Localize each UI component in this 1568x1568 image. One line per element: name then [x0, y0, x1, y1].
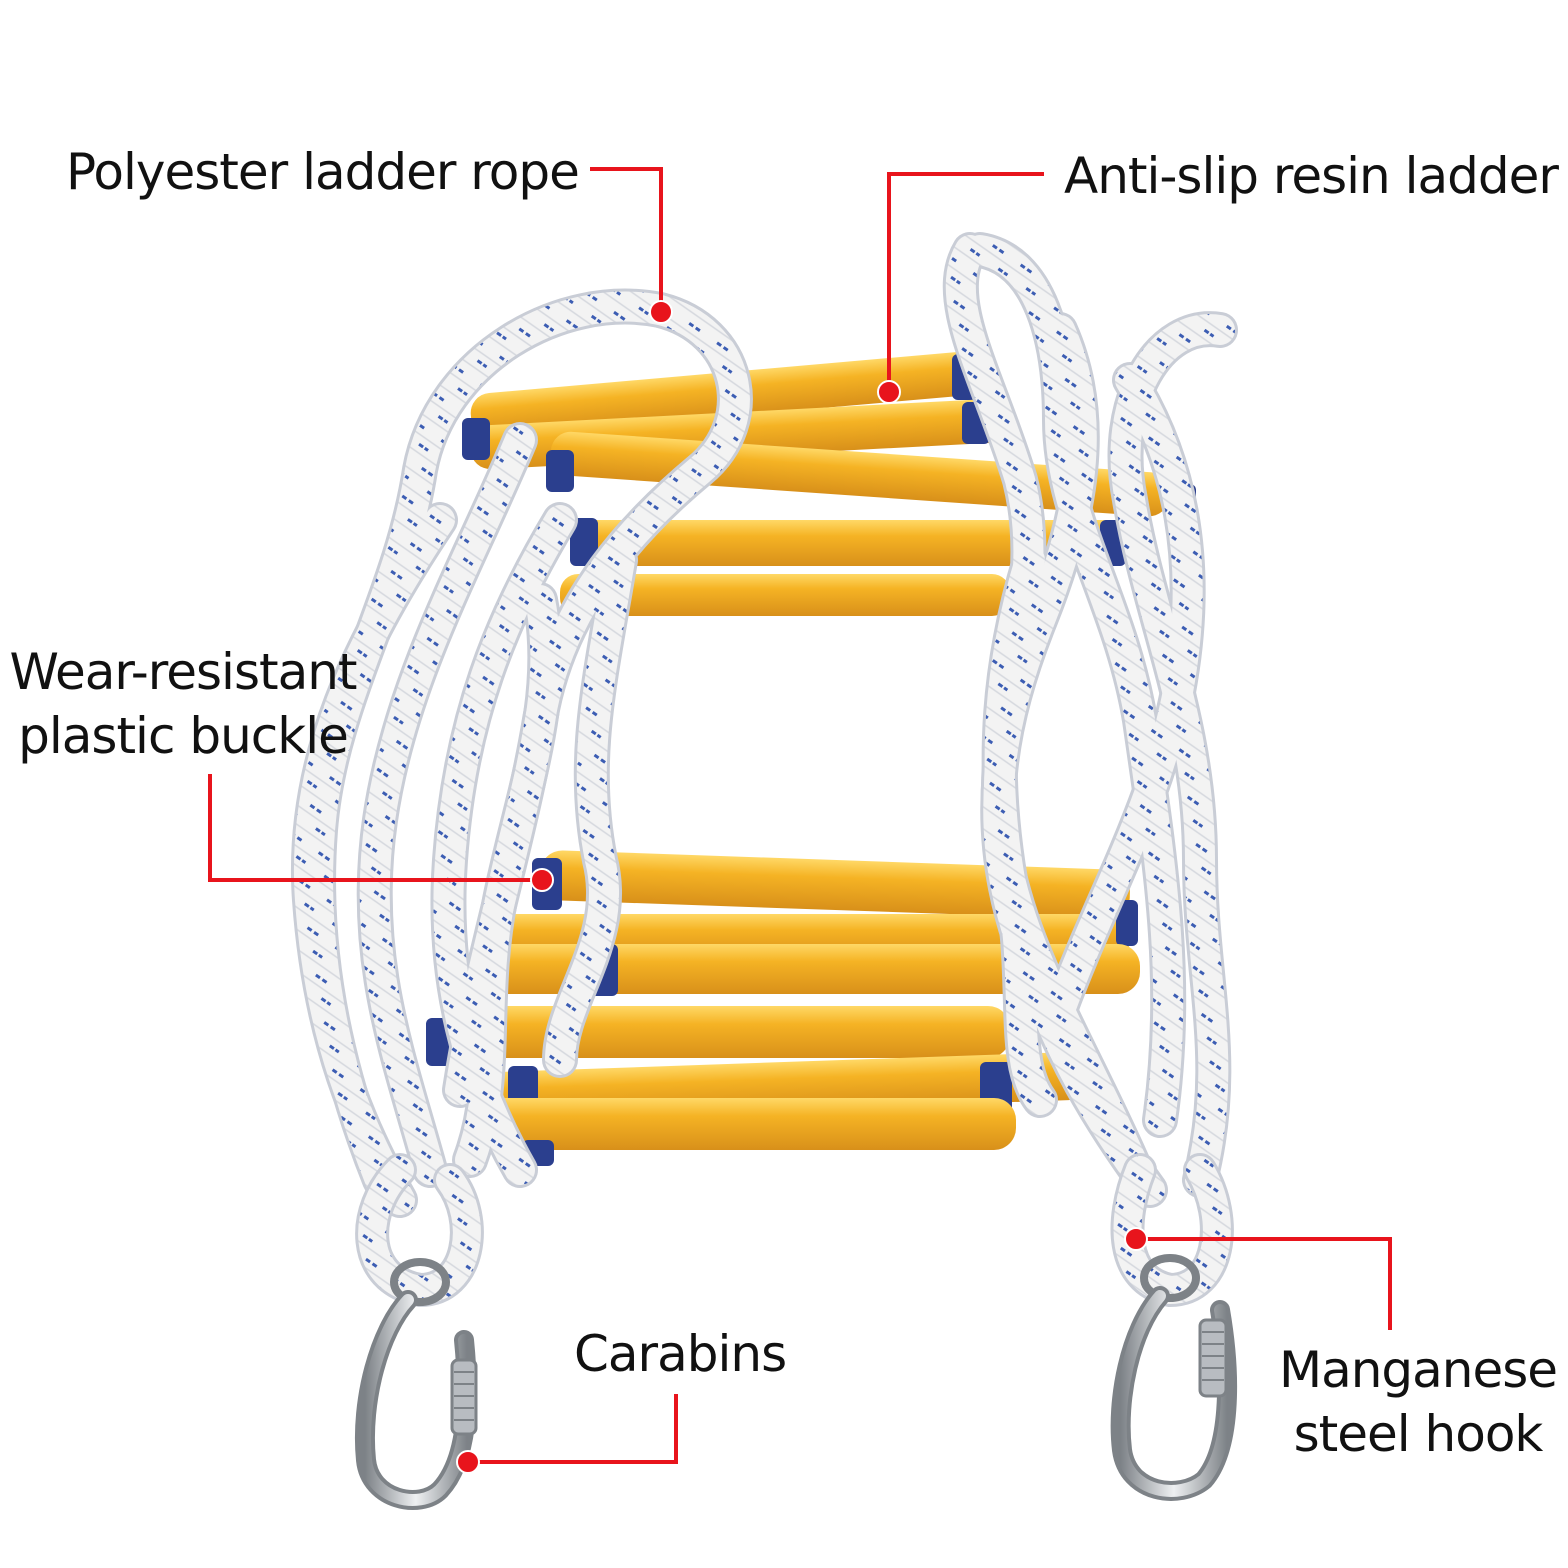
red-dot-icon: [1124, 1227, 1148, 1251]
callout-text: Carabins: [574, 1325, 787, 1383]
carabiner-icon: [1110, 1254, 1238, 1501]
callout-label-rung: Anti-slip resin ladder: [1064, 144, 1559, 208]
right-rope-bundle: [942, 232, 1238, 1308]
leader-line-rope: [590, 167, 663, 312]
red-dot-icon: [530, 868, 554, 892]
leader-line-hook: [1136, 1237, 1392, 1330]
callout-text: Anti-slip resin ladder: [1064, 147, 1559, 205]
red-dot-icon: [649, 300, 673, 324]
left-rope-bundle: [291, 288, 753, 1308]
carabiner-icon: [354, 1258, 478, 1510]
rung: [426, 1006, 1010, 1066]
leader-line-rung: [887, 172, 1044, 392]
red-dot-icon: [456, 1450, 480, 1474]
callout-label-buckle: Wear-resistant plastic buckle: [8, 640, 358, 768]
callout-label-carabin: Carabins: [574, 1322, 787, 1386]
lower-rung-group: [426, 850, 1140, 1166]
callout-text-line1: Wear-resistant: [9, 643, 357, 701]
callout-text-line1: Manganese: [1278, 1341, 1558, 1399]
leader-line-buckle: [208, 774, 542, 882]
rung: [570, 518, 1126, 566]
callout-text-line2: steel hook: [1293, 1405, 1544, 1463]
callout-text: Polyester ladder rope: [66, 143, 580, 201]
red-dot-icon: [877, 380, 901, 404]
callout-label-hook: Manganese steel hook: [1278, 1338, 1558, 1466]
callout-markers: [456, 300, 1148, 1474]
rung: [476, 1098, 1016, 1166]
callout-leaders: [208, 167, 1392, 1464]
rung: [560, 574, 1010, 616]
callout-label-rope: Polyester ladder rope: [66, 140, 580, 204]
callout-text-line2: plastic buckle: [18, 707, 349, 765]
leader-line-carabin: [468, 1394, 678, 1464]
